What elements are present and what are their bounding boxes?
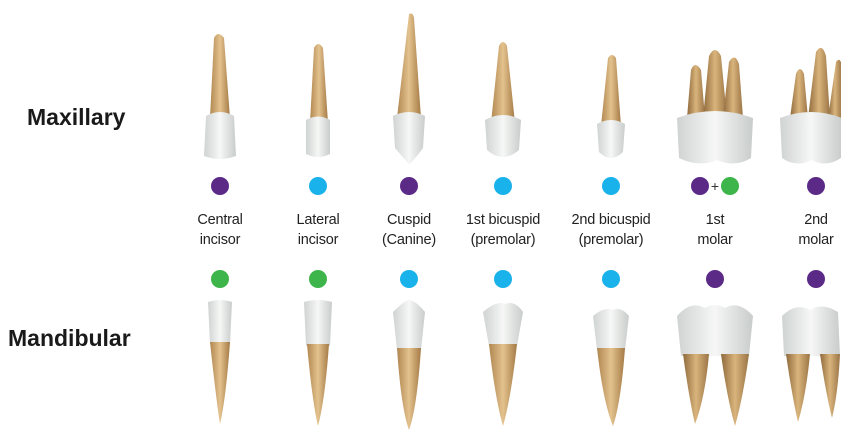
mandibular-dot-group: [268, 270, 368, 288]
tooth-name-line1: 2nd bicuspid: [561, 210, 661, 230]
mandibular-2nd-molar-icon: [766, 298, 841, 432]
tooth-name-line1: 1st: [665, 210, 765, 230]
tooth-name: 2nd bicuspid (premolar): [561, 210, 661, 250]
mandibular-cuspid-icon: [359, 298, 459, 432]
mandibular-dot-group: [665, 270, 765, 288]
group-dot: [721, 177, 739, 195]
mandibular-2nd-bicuspid-icon: [561, 298, 661, 432]
tooth-name-line2: incisor: [170, 230, 270, 250]
maxillary-dot-group: [268, 177, 368, 195]
group-dot: [602, 177, 620, 195]
maxillary-label: Maxillary: [27, 104, 125, 131]
maxillary-lateral-incisor-icon: [268, 8, 368, 168]
mandibular-dot-group: [453, 270, 553, 288]
maxillary-dot-group: [359, 177, 459, 195]
group-dot: [494, 177, 512, 195]
tooth-name-line2: (premolar): [453, 230, 553, 250]
maxillary-1st-bicuspid-icon: [453, 8, 553, 168]
group-dot: [309, 177, 327, 195]
tooth-name-line1: Central: [170, 210, 270, 230]
maxillary-central-incisor-icon: [170, 8, 270, 168]
mandibular-lateral-incisor-icon: [268, 298, 368, 432]
tooth-name-line2: incisor: [268, 230, 368, 250]
tooth-name-line2: molar: [665, 230, 765, 250]
group-dot: [309, 270, 327, 288]
tooth-column-1st-bicuspid: 1st bicuspid (premolar): [453, 0, 553, 432]
mandibular-1st-molar-icon: [665, 298, 765, 432]
group-dot: [400, 270, 418, 288]
maxillary-2nd-bicuspid-icon: [561, 8, 661, 168]
group-dot: [211, 270, 229, 288]
tooth-column-central-incisor: Central incisor: [170, 0, 270, 432]
tooth-name: 1st bicuspid (premolar): [453, 210, 553, 250]
group-dot: [706, 270, 724, 288]
tooth-name-line1: Lateral: [268, 210, 368, 230]
mandibular-1st-bicuspid-icon: [453, 298, 553, 432]
tooth-name: Lateral incisor: [268, 210, 368, 250]
tooth-column-lateral-incisor: Lateral incisor: [268, 0, 368, 432]
maxillary-dot-group: +: [665, 177, 765, 195]
maxillary-dot-group: [561, 177, 661, 195]
maxillary-dot-group: [453, 177, 553, 195]
tooth-name: Central incisor: [170, 210, 270, 250]
group-dot: [691, 177, 709, 195]
tooth-name-line1: 2nd: [766, 210, 841, 230]
tooth-column-2nd-molar: 2nd molar: [766, 0, 841, 432]
maxillary-dot-group: [170, 177, 270, 195]
mandibular-dot-group: [359, 270, 459, 288]
tooth-column-cuspid: Cuspid (Canine): [359, 0, 459, 432]
tooth-name: 1st molar: [665, 210, 765, 250]
mandibular-central-incisor-icon: [170, 298, 270, 432]
mandibular-dot-group: [766, 270, 841, 288]
group-dot: [602, 270, 620, 288]
tooth-column-1st-molar: + 1st molar: [665, 0, 765, 432]
mandibular-dot-group: [561, 270, 661, 288]
group-dot: [807, 177, 825, 195]
tooth-name-line2: (premolar): [561, 230, 661, 250]
mandibular-dot-group: [170, 270, 270, 288]
tooth-name: 2nd molar: [766, 210, 841, 250]
tooth-name: Cuspid (Canine): [359, 210, 459, 250]
group-dot: [494, 270, 512, 288]
tooth-name-line2: (Canine): [359, 230, 459, 250]
tooth-column-2nd-bicuspid: 2nd bicuspid (premolar): [561, 0, 661, 432]
group-dot: [807, 270, 825, 288]
mandibular-label: Mandibular: [8, 325, 131, 352]
plus-sign: +: [711, 177, 719, 195]
maxillary-1st-molar-icon: [665, 8, 765, 168]
maxillary-dot-group: [766, 177, 841, 195]
tooth-name-line1: Cuspid: [359, 210, 459, 230]
tooth-name-line1: 1st bicuspid: [453, 210, 553, 230]
group-dot: [211, 177, 229, 195]
group-dot: [400, 177, 418, 195]
tooth-name-line2: molar: [766, 230, 841, 250]
maxillary-2nd-molar-icon: [766, 8, 841, 168]
maxillary-cuspid-icon: [359, 8, 459, 168]
